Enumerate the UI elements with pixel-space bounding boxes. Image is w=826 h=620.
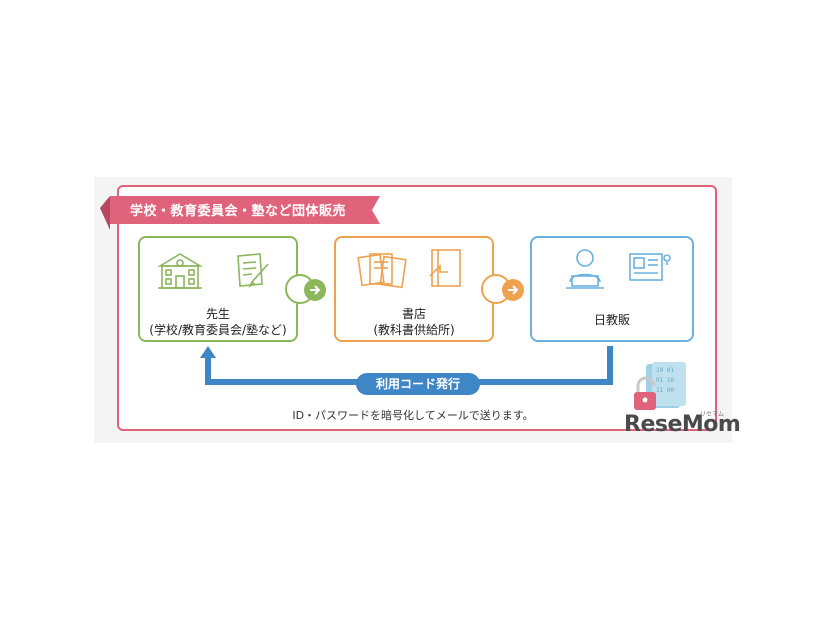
resemom-logo: ReseMom bbox=[624, 412, 741, 437]
banner-title: 学校・教育委員会・塾など団体販売 bbox=[130, 204, 347, 219]
distributor-card: 日教販 bbox=[530, 236, 694, 342]
encryption-note: ID・パスワードを暗号化してメールで送ります。 bbox=[292, 409, 534, 422]
teacher-sublabel: (学校/教育委員会/塾など) bbox=[149, 323, 287, 337]
document-pen-icon bbox=[237, 253, 269, 288]
school-building-icon bbox=[157, 253, 203, 289]
arrow-right-glyph-2 bbox=[508, 285, 519, 295]
bookstore-card: 書店 (教科書供給所) bbox=[334, 236, 494, 342]
svg-text:01 10: 01 10 bbox=[656, 377, 674, 384]
banner-ribbon bbox=[100, 196, 380, 230]
bookstore-label: 書店 bbox=[401, 307, 426, 321]
svg-text:11 00: 11 00 bbox=[656, 387, 674, 394]
textbook-icon bbox=[429, 249, 461, 287]
books-icon bbox=[357, 253, 407, 289]
arrow-right-glyph bbox=[310, 285, 321, 295]
person-laptop-icon bbox=[566, 249, 604, 289]
issue-code-label: 利用コード発行 bbox=[356, 373, 480, 395]
distributor-label: 日教販 bbox=[593, 313, 630, 327]
teacher-label: 先生 bbox=[205, 307, 230, 321]
computer-screen-icon bbox=[629, 253, 671, 281]
lock-data-icon: 10 01 01 10 11 00 bbox=[634, 362, 686, 410]
resemom-logo-sub: リセマム bbox=[700, 411, 725, 418]
bookstore-sublabel: (教科書供給所) bbox=[373, 323, 455, 337]
svg-text:10 01: 10 01 bbox=[656, 367, 674, 374]
